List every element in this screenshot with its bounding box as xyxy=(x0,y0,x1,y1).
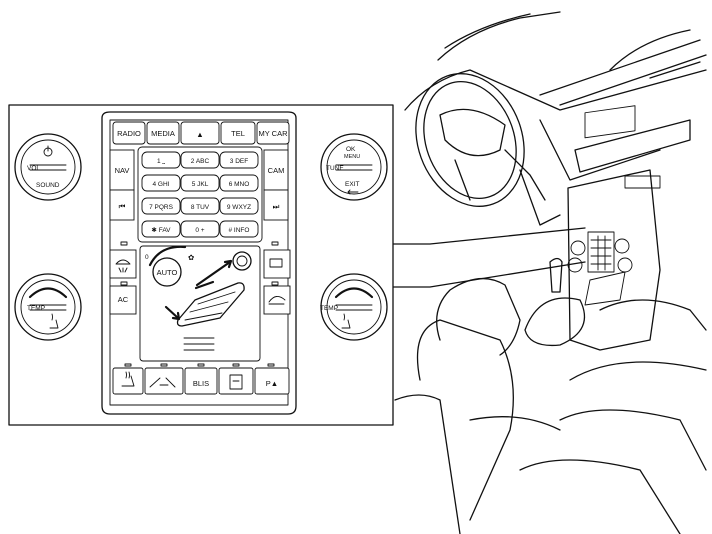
key-1[interactable]: 1 ⎵ xyxy=(141,151,181,169)
tel-button[interactable]: TEL xyxy=(220,121,256,145)
park-assist-button[interactable]: P▲ xyxy=(254,367,290,395)
air-flow-down-arrow xyxy=(164,305,181,321)
svg-text:7 PQRS: 7 PQRS xyxy=(149,204,174,211)
lane-assist-icon xyxy=(149,377,176,388)
previous-track-button[interactable]: ⏮ xyxy=(109,189,135,221)
rear-defrost-button[interactable] xyxy=(263,249,291,279)
nav-button[interactable]: NAV xyxy=(109,149,135,191)
front-seats-illustration xyxy=(394,278,707,534)
svg-text:1 ⎵: 1 ⎵ xyxy=(157,158,165,165)
svg-text:4 GHI: 4 GHI xyxy=(153,181,170,188)
right-seat-heat-icon xyxy=(341,313,351,329)
svg-text:2 ABC: 2 ABC xyxy=(191,158,210,165)
windshield-defrost-button[interactable] xyxy=(109,249,137,279)
right-temp-label: TEMP xyxy=(320,305,338,312)
ok-label: OK xyxy=(346,146,356,153)
volume-knob[interactable]: VOL SOUND xyxy=(14,133,82,201)
left-seat-heat-icon xyxy=(49,313,59,329)
windshield-defrost-icon xyxy=(115,259,131,273)
fan-icon: ✿ xyxy=(188,253,194,262)
air-flow-mid-arrow xyxy=(194,280,215,290)
eject-button[interactable]: ▲ xyxy=(180,121,220,145)
center-stack-in-car xyxy=(567,105,661,351)
steering-wheel-illustration xyxy=(415,73,561,226)
key-4[interactable]: 4 GHI xyxy=(141,174,181,192)
right-temp-knob[interactable]: TEMP xyxy=(320,273,388,341)
car-interior-illustration xyxy=(392,11,707,534)
key-2[interactable]: 2 ABC xyxy=(180,151,220,169)
sound-label: SOUND xyxy=(36,182,60,189)
media-button[interactable]: MEDIA xyxy=(146,121,180,145)
next-icon: ⏭ xyxy=(273,202,280,211)
vol-label: VOL xyxy=(27,165,40,172)
svg-text:MEDIA: MEDIA xyxy=(151,129,175,138)
key-7[interactable]: 7 PQRS xyxy=(141,197,181,215)
svg-text:3 DEF: 3 DEF xyxy=(230,158,248,165)
menu-label: MENU xyxy=(344,154,360,160)
next-track-button[interactable]: ⏭ xyxy=(263,189,289,221)
key-9[interactable]: 9 WXYZ xyxy=(219,197,259,215)
right-side-buttons: CAM ⏭ xyxy=(263,149,289,221)
tune-label: TUNE xyxy=(326,165,344,172)
svg-text:NAV: NAV xyxy=(115,166,130,175)
svg-text:RADIO: RADIO xyxy=(117,129,141,138)
seat-heater-icon xyxy=(121,371,135,387)
lane-assist-button[interactable] xyxy=(144,367,184,395)
svg-text:5 JKL: 5 JKL xyxy=(192,181,209,188)
top-button-row: RADIO MEDIA ▲ TEL MY CAR xyxy=(112,121,290,145)
key-5[interactable]: 5 JKL xyxy=(180,174,220,192)
left-side-buttons: NAV ⏮ xyxy=(109,149,135,221)
bottom-row-indicators xyxy=(124,363,275,367)
max-defroster-button[interactable] xyxy=(232,251,252,271)
svg-text:6 MNO: 6 MNO xyxy=(229,181,250,188)
svg-text:BLIS: BLIS xyxy=(193,379,209,388)
svg-text:P▲: P▲ xyxy=(266,379,278,388)
svg-text:AC: AC xyxy=(118,295,129,304)
auto-button[interactable]: AUTO xyxy=(152,257,182,287)
svg-text:TEL: TEL xyxy=(231,129,245,138)
blis-button[interactable]: BLIS xyxy=(184,367,218,395)
key-star-fav[interactable]: ✱ FAV xyxy=(141,220,181,238)
svg-text:9 WXYZ: 9 WXYZ xyxy=(227,204,251,211)
exit-label: EXIT xyxy=(345,181,359,188)
eject-icon: ▲ xyxy=(196,130,203,139)
key-6[interactable]: 6 MNO xyxy=(219,174,259,192)
ac-button[interactable]: AC xyxy=(109,285,137,315)
recirculation-icon xyxy=(268,296,286,305)
cam-button[interactable]: CAM xyxy=(263,149,289,191)
back-arrow-icon xyxy=(347,189,359,195)
child-lock-button[interactable] xyxy=(218,367,254,395)
recirculation-button[interactable] xyxy=(263,285,291,315)
key-8[interactable]: 8 TUV xyxy=(180,197,220,215)
keypad: 1 ⎵ 2 ABC 3 DEF 4 GHI 5 JKL 6 MNO 7 PQRS… xyxy=(137,146,263,243)
svg-text:8 TUV: 8 TUV xyxy=(191,204,210,211)
key-hash-info[interactable]: # INFO xyxy=(219,220,259,238)
svg-text:CAM: CAM xyxy=(268,166,285,175)
tune-knob[interactable]: OK MENU TUNE EXIT xyxy=(320,133,388,201)
my-car-button[interactable]: MY CAR xyxy=(256,121,290,145)
previous-icon: ⏮ xyxy=(119,202,126,211)
svg-text:# INFO: # INFO xyxy=(229,227,250,234)
climate-control-area: AC AUTO 0 ✿ xyxy=(109,241,291,362)
svg-text:AUTO: AUTO xyxy=(157,268,178,277)
seat-heater-button[interactable] xyxy=(112,367,144,395)
fan-speed-arc xyxy=(148,245,187,267)
rear-defrost-icon xyxy=(269,258,283,268)
left-temp-knob[interactable]: TEMP xyxy=(14,273,82,341)
key-3[interactable]: 3 DEF xyxy=(219,151,259,169)
fan-min-label: 0 xyxy=(145,254,149,261)
key-0[interactable]: 0 + xyxy=(180,220,220,238)
panel-vent-slots xyxy=(183,337,215,351)
left-temp-label: TEMP xyxy=(27,305,45,312)
air-distribution-buttons[interactable] xyxy=(164,259,245,327)
child-lock-icon xyxy=(229,374,243,390)
bottom-button-row: BLIS P▲ xyxy=(112,363,290,395)
air-flow-up-arrow xyxy=(195,259,233,287)
svg-text:MY CAR: MY CAR xyxy=(258,129,288,138)
radio-button[interactable]: RADIO xyxy=(112,121,146,145)
svg-text:0 +: 0 + xyxy=(195,227,204,234)
svg-text:✱ FAV: ✱ FAV xyxy=(151,227,171,234)
